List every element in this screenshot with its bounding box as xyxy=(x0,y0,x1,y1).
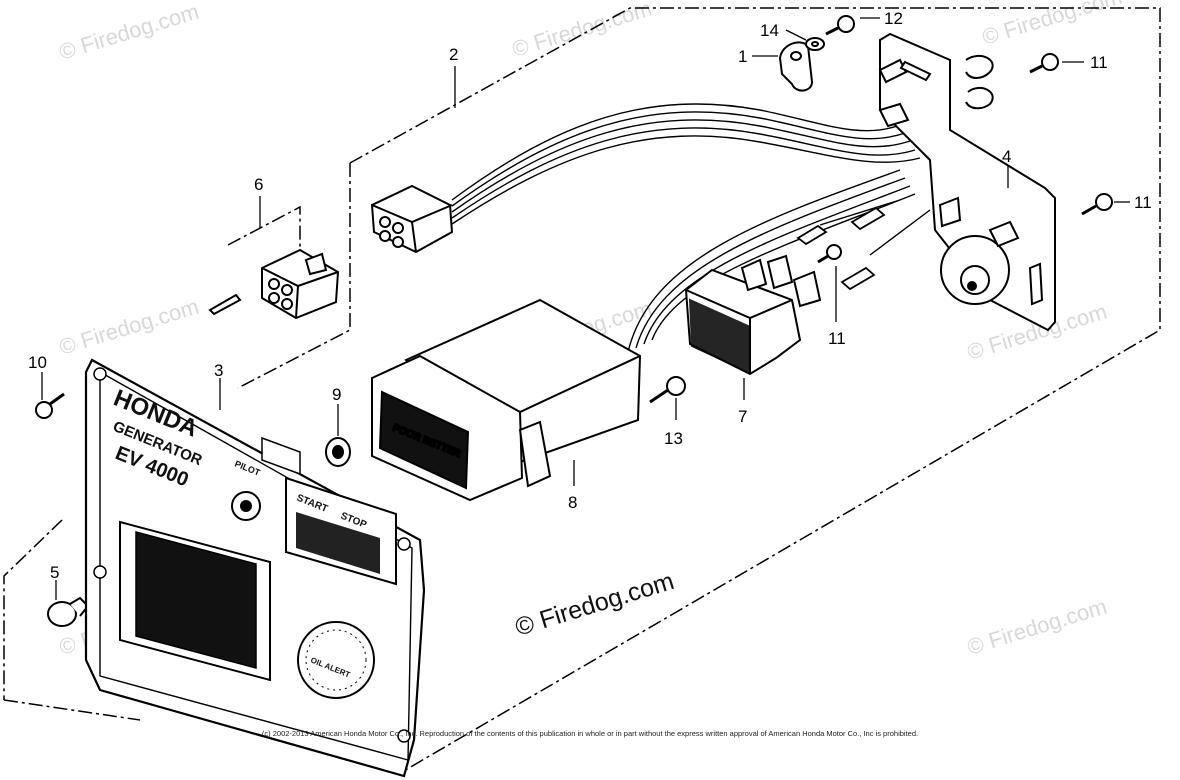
outer-boundary-line xyxy=(237,163,351,389)
connector-6 xyxy=(208,248,340,320)
bracket-plate-4 xyxy=(878,32,1056,332)
callouts: 2 1 14 12 11 11 4 11 6 3 9 13 7 8 10 5 xyxy=(28,9,1152,582)
screw-11-mid xyxy=(817,244,842,264)
callout-3: 3 xyxy=(214,361,223,380)
watermark: © Firedog.com xyxy=(964,594,1110,660)
callout-10: 10 xyxy=(28,353,47,372)
callout-14: 14 xyxy=(760,21,779,40)
callout-1: 1 xyxy=(738,47,747,66)
wire-harness xyxy=(451,103,931,353)
front-panel-3: HONDA GENERATOR EV 4000 PILOT START STOP… xyxy=(84,358,426,778)
harness-connector xyxy=(370,184,454,254)
switch-7 xyxy=(684,254,822,376)
screw-12 xyxy=(825,15,855,36)
copyright-footer: (c) 2002-2013 American Honda Motor Co., … xyxy=(261,729,919,738)
callout-8: 8 xyxy=(568,493,577,512)
callout-11: 11 xyxy=(828,329,846,348)
screw-11-right xyxy=(1081,193,1113,216)
watermark: © Firedog.com xyxy=(979,0,1125,50)
leader-lines xyxy=(41,17,1130,600)
grommet-9 xyxy=(325,437,351,467)
control-unit-8: POOR BETTER xyxy=(371,298,642,502)
callout-7: 7 xyxy=(738,407,747,426)
callout-4: 4 xyxy=(1002,147,1011,166)
callout-13: 13 xyxy=(664,429,683,448)
callout-6: 6 xyxy=(254,175,263,194)
callout-11: 11 xyxy=(1134,193,1152,212)
screw-11-top xyxy=(1029,53,1059,74)
washer-14 xyxy=(805,37,825,51)
group-6-box xyxy=(227,205,301,270)
cord-clamp-1 xyxy=(778,41,814,92)
watermark: © Firedog.com xyxy=(509,0,655,62)
screw-13 xyxy=(649,376,686,404)
wire-terminals xyxy=(796,206,886,291)
callout-5: 5 xyxy=(50,563,59,582)
watermark: © Firedog.com xyxy=(56,0,202,65)
outer-boundary-line xyxy=(349,7,1161,773)
outer-boundary-line xyxy=(3,699,141,721)
screw-10 xyxy=(35,392,65,419)
assembly-boundary xyxy=(3,7,1161,773)
watermark: © Firedog.com xyxy=(56,294,202,360)
callout-11: 11 xyxy=(1090,53,1108,72)
callout-2: 2 xyxy=(449,45,458,64)
callout-9: 9 xyxy=(332,385,341,404)
cap-5 xyxy=(47,596,90,627)
outer-boundary-line xyxy=(3,519,63,700)
callout-12: 12 xyxy=(884,9,903,28)
